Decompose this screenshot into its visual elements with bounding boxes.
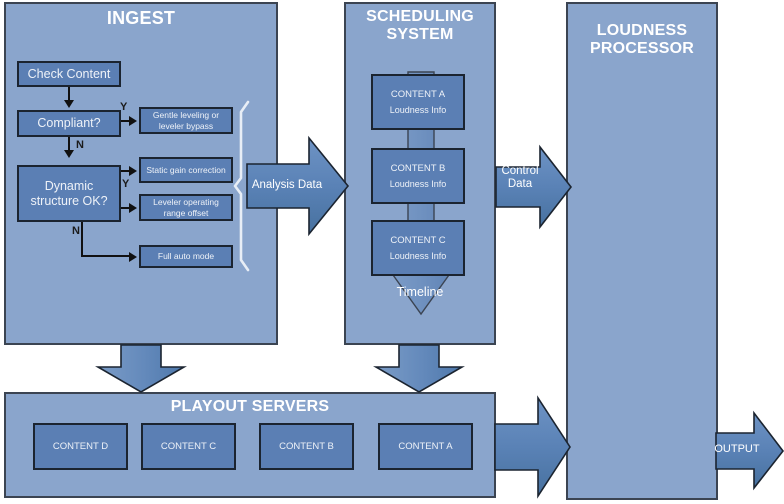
scheduling-item-content-a[interactable]: CONTENT A Loudness Info xyxy=(371,74,465,130)
node-full-auto-mode[interactable]: Full auto mode xyxy=(139,245,233,268)
scheduling-item-title: CONTENT B xyxy=(390,162,446,174)
node-dynamic-structure[interactable]: Dynamic structure OK? xyxy=(17,165,121,222)
scheduling-item-content-c[interactable]: CONTENT C Loudness Info xyxy=(371,220,465,276)
arrowhead-dynamic-no xyxy=(129,252,137,262)
connector-dynamic-no-horizontal xyxy=(81,255,130,257)
node-compliant[interactable]: Compliant? xyxy=(17,110,121,137)
scheduling-item-title: CONTENT A xyxy=(390,88,446,100)
connector-check-to-compliant xyxy=(68,87,70,101)
connector-compliant-yes xyxy=(121,120,130,122)
panel-scheduling-title: SCHEDULING SYSTEM xyxy=(366,8,474,43)
playout-item-content-c[interactable]: CONTENT C xyxy=(141,423,236,470)
node-static-gain[interactable]: Static gain correction xyxy=(139,157,233,183)
arrow-analysis-data xyxy=(246,135,350,237)
playout-item-content-d[interactable]: CONTENT D xyxy=(33,423,128,470)
panel-ingest-title: INGEST xyxy=(106,8,176,28)
ingest-grouping-bracket xyxy=(232,100,250,272)
arrowhead-check-to-compliant xyxy=(64,100,74,108)
flag-dynamic-yes: Y xyxy=(122,178,130,190)
node-leveler-offset[interactable]: Leveler operating range offset xyxy=(139,194,233,221)
playout-item-content-a[interactable]: CONTENT A xyxy=(378,423,473,470)
arrow-scheduling-to-playout xyxy=(373,344,465,394)
arrow-ingest-to-playout xyxy=(95,344,187,394)
scheduling-item-subtitle: Loudness Info xyxy=(389,250,447,261)
connector-dynamic-to-leveler xyxy=(121,207,130,209)
node-check-content[interactable]: Check Content xyxy=(17,61,121,87)
arrow-playout-to-loudness xyxy=(494,395,572,499)
connector-dynamic-to-static-gain xyxy=(121,170,130,172)
panel-loudness-processor-title: LOUDNESS PROCESSOR xyxy=(589,22,695,57)
flag-compliant-no: N xyxy=(76,139,84,151)
connector-compliant-to-dynamic xyxy=(68,137,70,151)
flag-dynamic-no: N xyxy=(72,225,80,237)
panel-playout-servers-title: PLAYOUT SERVERS xyxy=(170,398,330,415)
arrow-control-data xyxy=(495,144,573,230)
connector-dynamic-no-vertical xyxy=(81,222,83,257)
scheduling-item-title: CONTENT C xyxy=(390,234,446,246)
arrowhead-dynamic-to-static-gain xyxy=(129,166,137,176)
panel-loudness-processor xyxy=(566,2,718,500)
playout-item-content-b[interactable]: CONTENT B xyxy=(259,423,354,470)
arrowhead-dynamic-to-leveler xyxy=(129,203,137,213)
arrowhead-compliant-to-dynamic xyxy=(64,150,74,158)
scheduling-item-subtitle: Loudness Info xyxy=(389,104,447,115)
arrowhead-compliant-yes xyxy=(129,116,137,126)
scheduling-item-content-b[interactable]: CONTENT B Loudness Info xyxy=(371,148,465,204)
node-gentle-leveling[interactable]: Gentle leveling or leveler bypass xyxy=(139,107,233,134)
arrow-output xyxy=(715,410,784,491)
flag-compliant-yes: Y xyxy=(120,101,128,113)
scheduling-item-subtitle: Loudness Info xyxy=(389,178,447,189)
